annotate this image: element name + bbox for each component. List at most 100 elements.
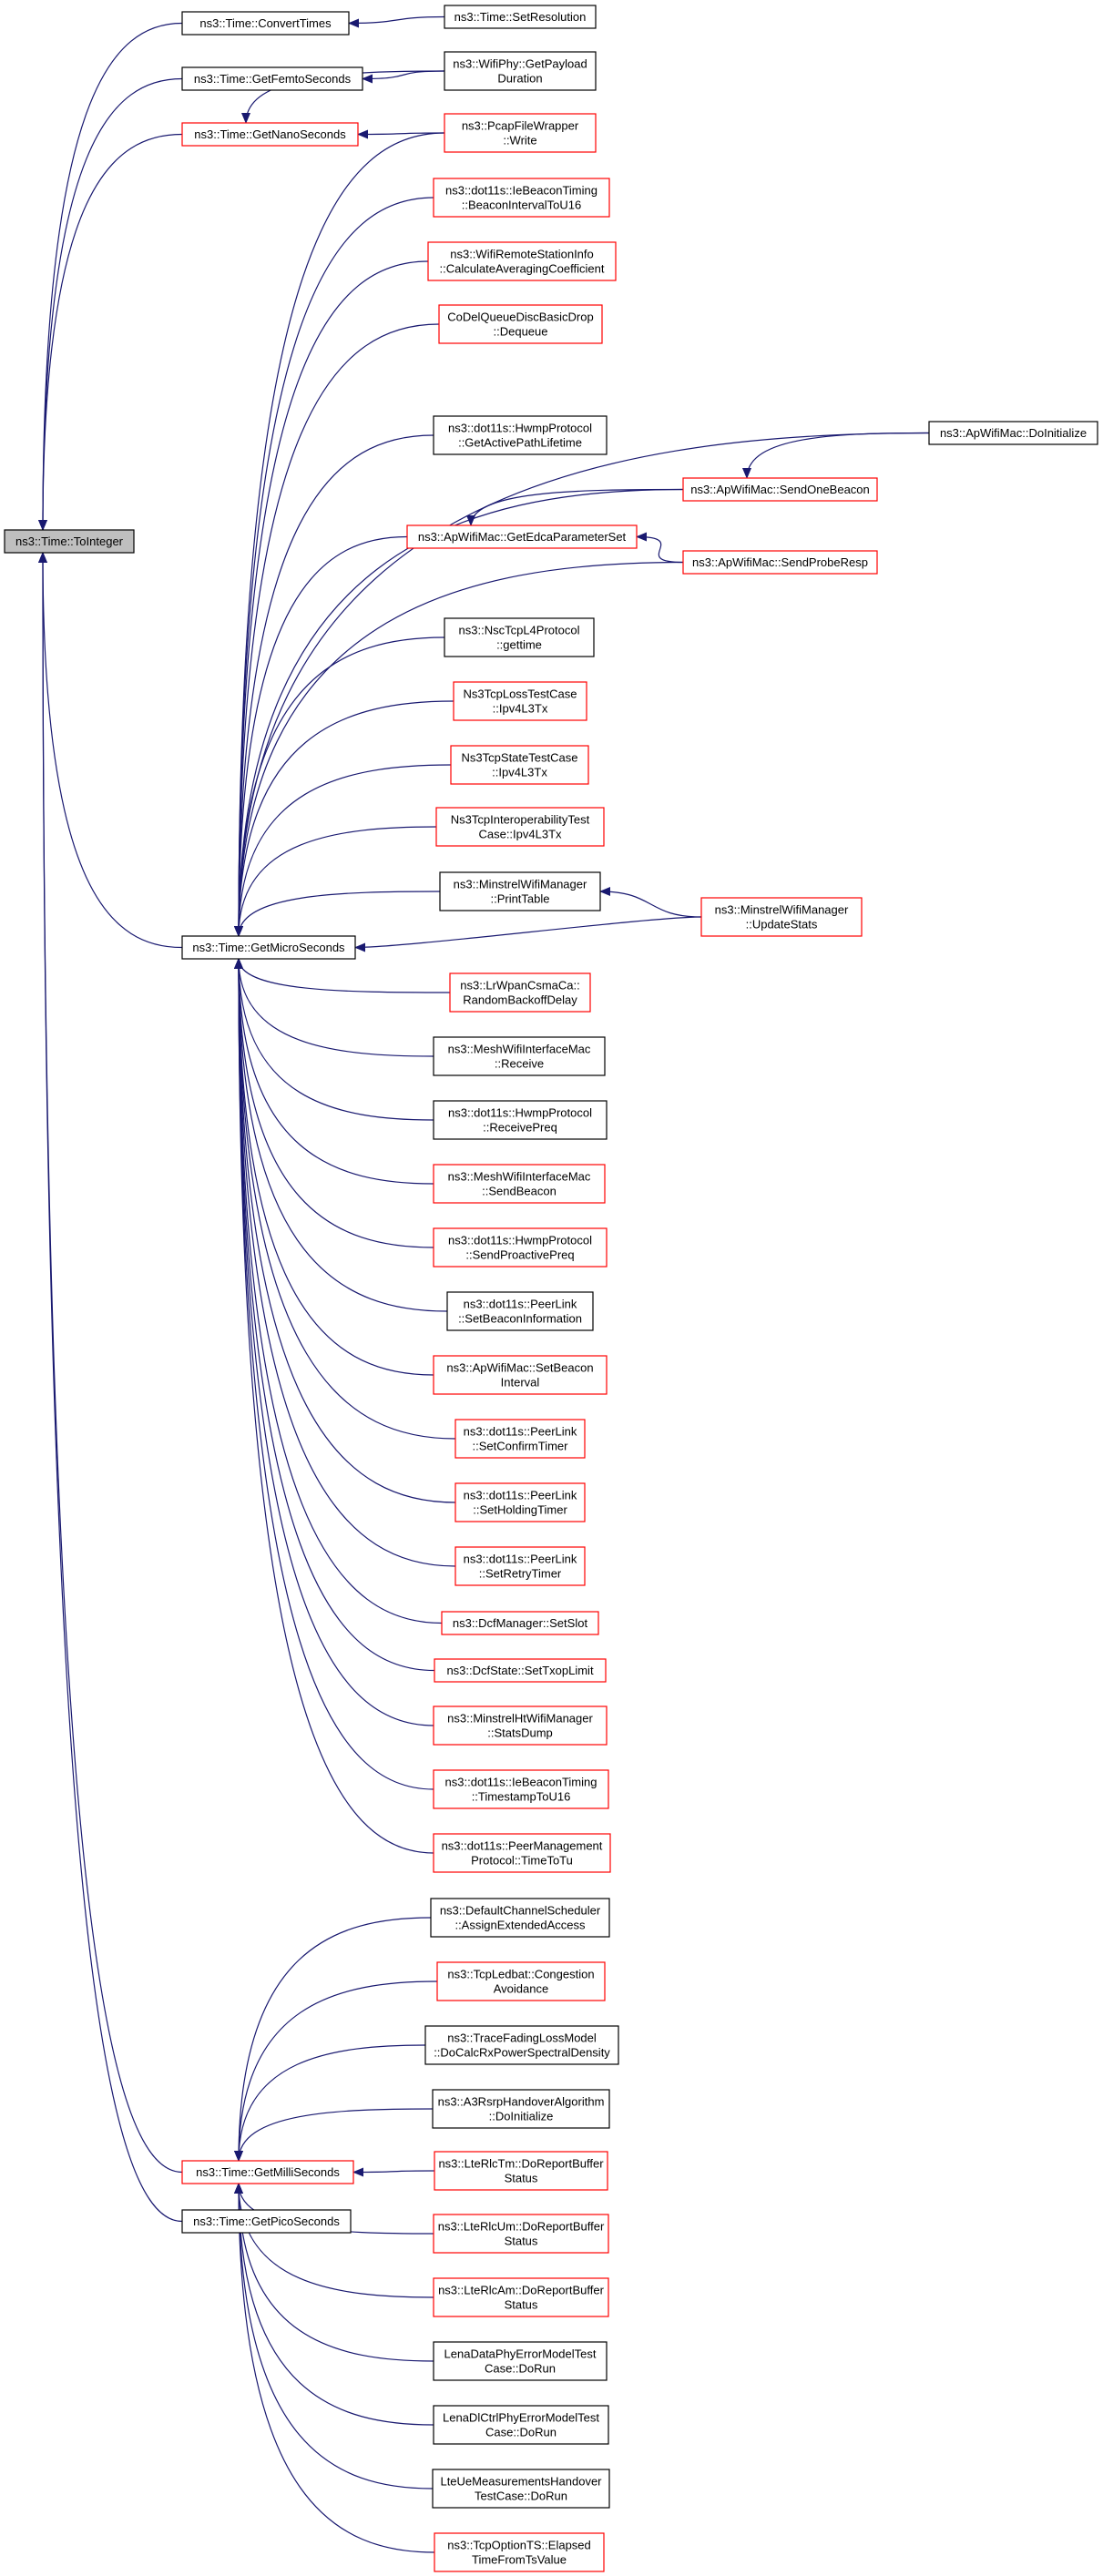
node-box [432, 2089, 610, 2129]
node-box [439, 871, 601, 911]
node-label: Ns3TcpLossTestCase [464, 687, 577, 701]
node-sendone[interactable]: ns3::ApWifiMac::SendOneBeacon [682, 477, 878, 502]
node-label: TestCase::DoRun [475, 2489, 567, 2503]
node-peerbeacon[interactable]: ns3::dot11s::PeerLink::SetBeaconInformat… [446, 1291, 594, 1331]
node-codel[interactable]: CoDelQueueDiscBasicDrop::Dequeue [438, 304, 603, 344]
edge-tcpoption-to-milli [234, 2183, 435, 2553]
node-a3rsrp[interactable]: ns3::A3RsrpHandoverAlgorithm::DoInitiali… [432, 2089, 610, 2129]
edge-a3rsrp-to-milli [234, 2108, 434, 2162]
edge-tcploss-to-micro [234, 700, 454, 937]
node-label: ns3::ApWifiMac::SetBeacon [446, 1361, 593, 1375]
edge-nsctcp-to-micro [234, 636, 445, 937]
edge-hwmpproactive-to-micro [234, 958, 434, 1248]
node-toint[interactable]: ns3::Time::ToInteger [4, 529, 135, 554]
node-box [433, 1833, 611, 1873]
node-pico[interactable]: ns3::Time::GetPicoSeconds [181, 2209, 352, 2234]
node-label: ns3::dot11s::IeBeaconTiming [445, 184, 597, 198]
node-box [433, 1100, 608, 1140]
node-hwmpactive[interactable]: ns3::dot11s::HwmpProtocol::GetActivePath… [433, 415, 608, 455]
node-minstrelht[interactable]: ns3::MinstrelHtWifiManager::StatsDump [433, 1705, 608, 1746]
node-edca[interactable]: ns3::ApWifiMac::GetEdcaParameterSet [406, 524, 638, 549]
edge-lenadata-to-milli [234, 2183, 434, 2362]
node-label: ::BeaconIntervalToU16 [462, 199, 582, 212]
node-femto[interactable]: ns3::Time::GetFemtoSeconds [181, 66, 363, 91]
node-wifiremote[interactable]: ns3::WifiRemoteStationInfo::CalculateAve… [427, 241, 617, 281]
node-box [433, 2277, 609, 2317]
node-box [454, 1482, 586, 1522]
node-label: ns3::Time::SetResolution [454, 10, 587, 24]
node-label: ns3::TcpOptionTS::Elapsed [447, 2539, 591, 2552]
node-convert[interactable]: ns3::Time::ConvertTimes [181, 11, 350, 36]
node-hwmpreq[interactable]: ns3::dot11s::HwmpProtocol::ReceivePreq [433, 1100, 608, 1140]
node-label: ns3::ApWifiMac::SendOneBeacon [690, 483, 870, 496]
node-label: ns3::PcapFileWrapper [462, 119, 579, 133]
node-setres[interactable]: ns3::Time::SetResolution [444, 5, 597, 29]
node-label: ::StatsDump [487, 1726, 553, 1740]
node-label: ns3::dot11s::IeBeaconTiming [445, 1776, 597, 1789]
node-label: ::SetHoldingTimer [473, 1503, 567, 1517]
node-milli[interactable]: ns3::Time::GetMilliSeconds [181, 2160, 354, 2184]
node-peerretry[interactable]: ns3::dot11s::PeerLink::SetRetryTimer [454, 1546, 586, 1586]
node-tcploss[interactable]: Ns3TcpLossTestCase::Ipv4L3Tx [453, 681, 587, 721]
node-box [433, 1355, 608, 1395]
node-box [682, 550, 878, 575]
node-box [436, 1961, 606, 2001]
node-label: ::TimestampToU16 [472, 1790, 571, 1804]
edge-pcap-to-nano [357, 129, 445, 139]
node-micro[interactable]: ns3::Time::GetMicroSeconds [181, 935, 356, 960]
node-lrwpan[interactable]: ns3::LrWpanCsmaCa::RandomBackoffDelay [449, 972, 591, 1013]
node-apinit[interactable]: ns3::ApWifiMac::DoInitialize [928, 421, 1098, 445]
edge-hwmpactive-to-micro [234, 434, 434, 937]
node-sendprobe[interactable]: ns3::ApWifiMac::SendProbeResp [682, 550, 878, 575]
node-nsctcp[interactable]: ns3::NscTcpL4Protocol::gettime [444, 617, 595, 657]
node-box [454, 1546, 586, 1586]
node-label: ns3::MinstrelWifiManager [454, 878, 587, 891]
node-dcfslot[interactable]: ns3::DcfManager::SetSlot [441, 1611, 599, 1635]
node-iebeacon[interactable]: ns3::dot11s::IeBeaconTiming::BeaconInter… [433, 178, 610, 218]
node-nano[interactable]: ns3::Time::GetNanoSeconds [181, 122, 359, 147]
node-label: ns3::WifiPhy::GetPayload [453, 57, 587, 71]
node-ietimestamp[interactable]: ns3::dot11s::IeBeaconTiming::TimestampTo… [433, 1769, 609, 1809]
node-label: Case::DoRun [485, 2426, 557, 2439]
node-label: LteUeMeasurementsHandover [440, 2475, 602, 2489]
edge-meshsend-to-micro [234, 958, 434, 1185]
node-label: ns3::TcpLedbat::Congestion [447, 1968, 594, 1981]
edge-lenadl-to-milli [234, 2183, 434, 2426]
node-tcpstate[interactable]: Ns3TcpStateTestCase::Ipv4L3Tx [450, 745, 589, 785]
node-peerholding[interactable]: ns3::dot11s::PeerLink::SetHoldingTimer [454, 1482, 586, 1522]
node-meshrecv[interactable]: ns3::MeshWifiInterfaceMac::Receive [433, 1036, 606, 1076]
node-defchan[interactable]: ns3::DefaultChannelScheduler::AssignExte… [430, 1898, 610, 1938]
node-label: CoDelQueueDiscBasicDrop [447, 311, 593, 324]
node-peermgmt[interactable]: ns3::dot11s::PeerManagementProtocol::Tim… [433, 1833, 611, 1873]
node-minstrelprint[interactable]: ns3::MinstrelWifiManager::PrintTable [439, 871, 601, 911]
node-pcap[interactable]: ns3::PcapFileWrapper::Write [444, 113, 597, 153]
node-minstrelupd[interactable]: ns3::MinstrelWifiManager::UpdateStats [700, 897, 863, 937]
edge-minstrelprint-to-micro [234, 891, 441, 937]
edge-tcpstate-to-micro [234, 764, 452, 937]
node-box [433, 415, 608, 455]
node-peerconfirm[interactable]: ns3::dot11s::PeerLink::SetConfirmTimer [454, 1419, 586, 1459]
node-label: Avoidance [494, 1982, 548, 1996]
node-label: ns3::MinstrelWifiManager [715, 903, 849, 917]
node-dcftxop[interactable]: ns3::DcfState::SetTxopLimit [434, 1658, 607, 1683]
node-box [433, 2341, 608, 2381]
node-meshsend[interactable]: ns3::MeshWifiInterfaceMac::SendBeacon [433, 1164, 606, 1204]
edge-peerconfirm-to-micro [234, 958, 456, 1440]
node-tracefading[interactable]: ns3::TraceFadingLossModel::DoCalcRxPower… [424, 2025, 619, 2065]
node-label: ns3::WifiRemoteStationInfo [450, 248, 594, 261]
node-hwmpproactive[interactable]: ns3::dot11s::HwmpProtocol::SendProactive… [433, 1227, 608, 1268]
node-box [434, 1658, 607, 1683]
edge-sendone-to-micro [234, 488, 684, 937]
node-label: ns3::LteRlcTm::DoReportBuffer [438, 2157, 604, 2171]
